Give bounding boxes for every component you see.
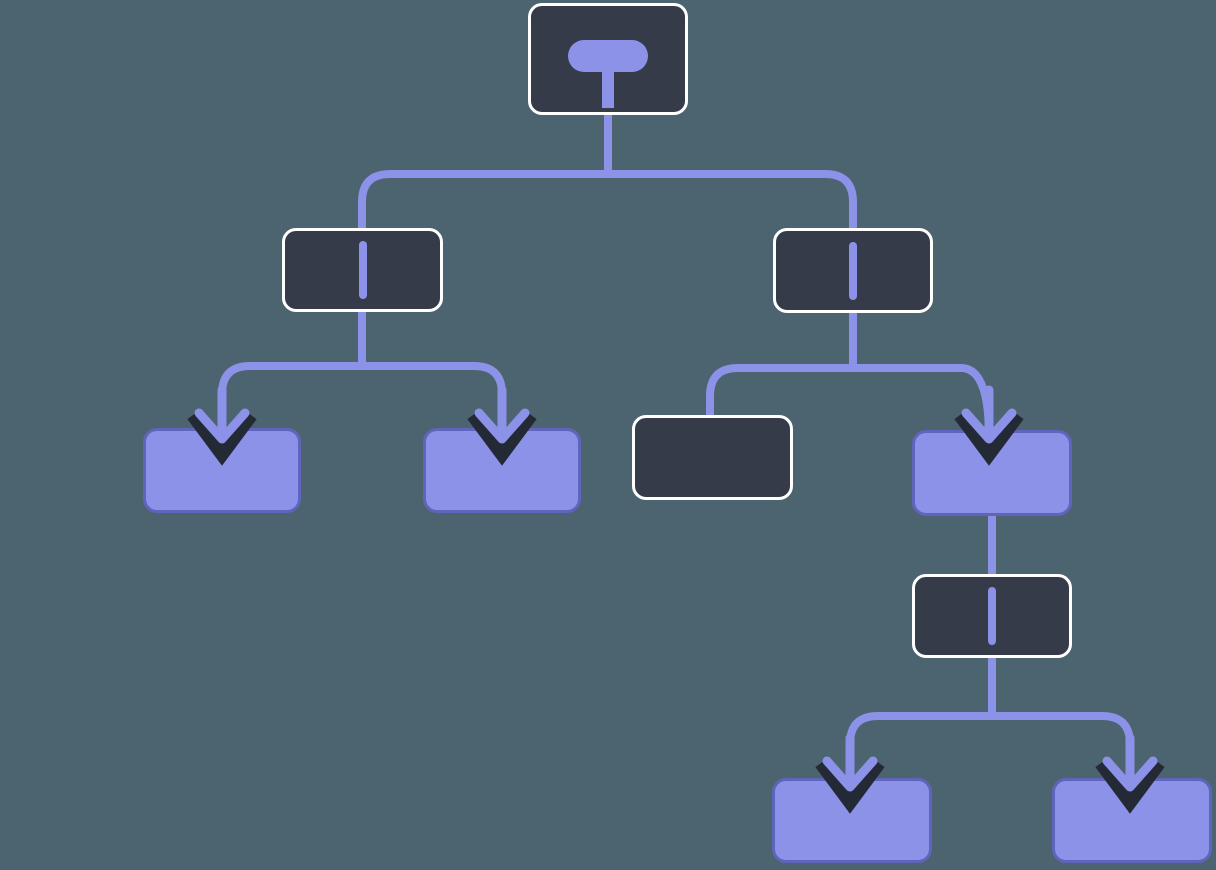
vertical-bar-icon [988, 587, 996, 645]
connector-branch-left-children [218, 362, 506, 437]
connector-root-branches [358, 170, 857, 232]
vertical-bar-icon [849, 241, 857, 300]
node-branch-left[interactable] [282, 228, 443, 312]
node-leaf-4[interactable] [772, 778, 932, 863]
connector-branch-bottom-children [846, 712, 1134, 785]
node-leaf-1[interactable] [143, 428, 301, 513]
node-leaf-2[interactable] [423, 428, 581, 513]
node-root[interactable] [528, 3, 688, 115]
node-branch-right[interactable] [773, 228, 933, 313]
node-leaf-5[interactable] [1052, 778, 1212, 863]
node-leaf-3[interactable] [912, 430, 1072, 516]
node-branch-bottom[interactable] [912, 574, 1072, 658]
vertical-bar-icon [358, 241, 367, 299]
node-plain-dark[interactable] [632, 415, 793, 500]
